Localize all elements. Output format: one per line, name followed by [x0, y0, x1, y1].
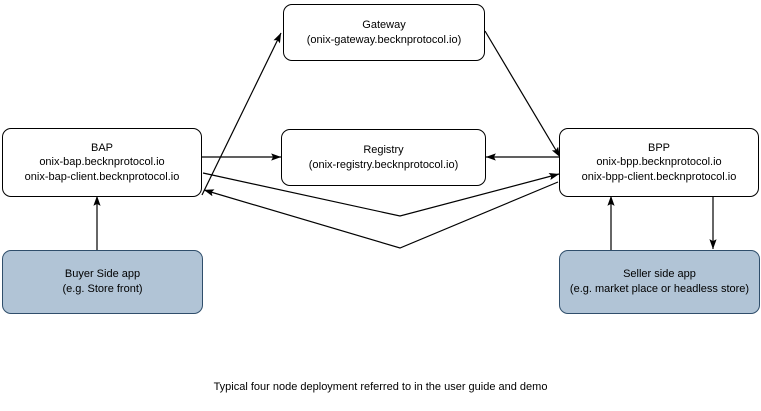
diagram-caption: Typical four node deployment referred to… [213, 381, 548, 393]
node-seller-side-app[interactable]: Seller side app (e.g. market place or he… [559, 250, 760, 314]
node-gateway-host: (onix-gateway.becknprotocol.io) [306, 33, 462, 46]
node-bap-host-2: onix-bap-client.becknprotocol.io [24, 170, 180, 183]
node-bap-host-1: onix-bap.becknprotocol.io [39, 156, 165, 169]
node-buyer-side-app[interactable]: Buyer Side app (e.g. Store front) [2, 250, 203, 314]
node-gateway[interactable]: Gateway (onix-gateway.becknprotocol.io) [283, 4, 485, 61]
edge-bap-to-gateway [201, 32, 282, 196]
node-seller-side-app-title: Seller side app [623, 268, 696, 281]
node-registry-host: (onix-registry.becknprotocol.io) [308, 158, 459, 171]
node-bpp-host-2: onix-bpp-client.becknprotocol.io [581, 170, 737, 183]
edge-bap-to-bpp [202, 172, 560, 217]
node-bpp-title: BPP [647, 141, 670, 154]
edge-bpp-to-bap [203, 181, 559, 249]
node-registry-title: Registry [363, 143, 404, 156]
node-bpp[interactable]: BPP onix-bpp.becknprotocol.io onix-bpp-c… [559, 128, 759, 197]
edge-gateway-to-bpp [484, 30, 561, 158]
node-seller-side-app-detail: (e.g. market place or headless store) [569, 283, 750, 295]
node-bpp-host-1: onix-bpp.becknprotocol.io [596, 156, 722, 169]
node-registry[interactable]: Registry (onix-registry.becknprotocol.io… [281, 129, 486, 186]
node-gateway-title: Gateway [362, 18, 406, 31]
node-bap[interactable]: BAP onix-bap.becknprotocol.io onix-bap-c… [2, 128, 202, 197]
node-buyer-side-app-detail: (e.g. Store front) [62, 283, 143, 295]
node-bap-title: BAP [90, 141, 113, 154]
node-buyer-side-app-title: Buyer Side app [64, 268, 141, 281]
